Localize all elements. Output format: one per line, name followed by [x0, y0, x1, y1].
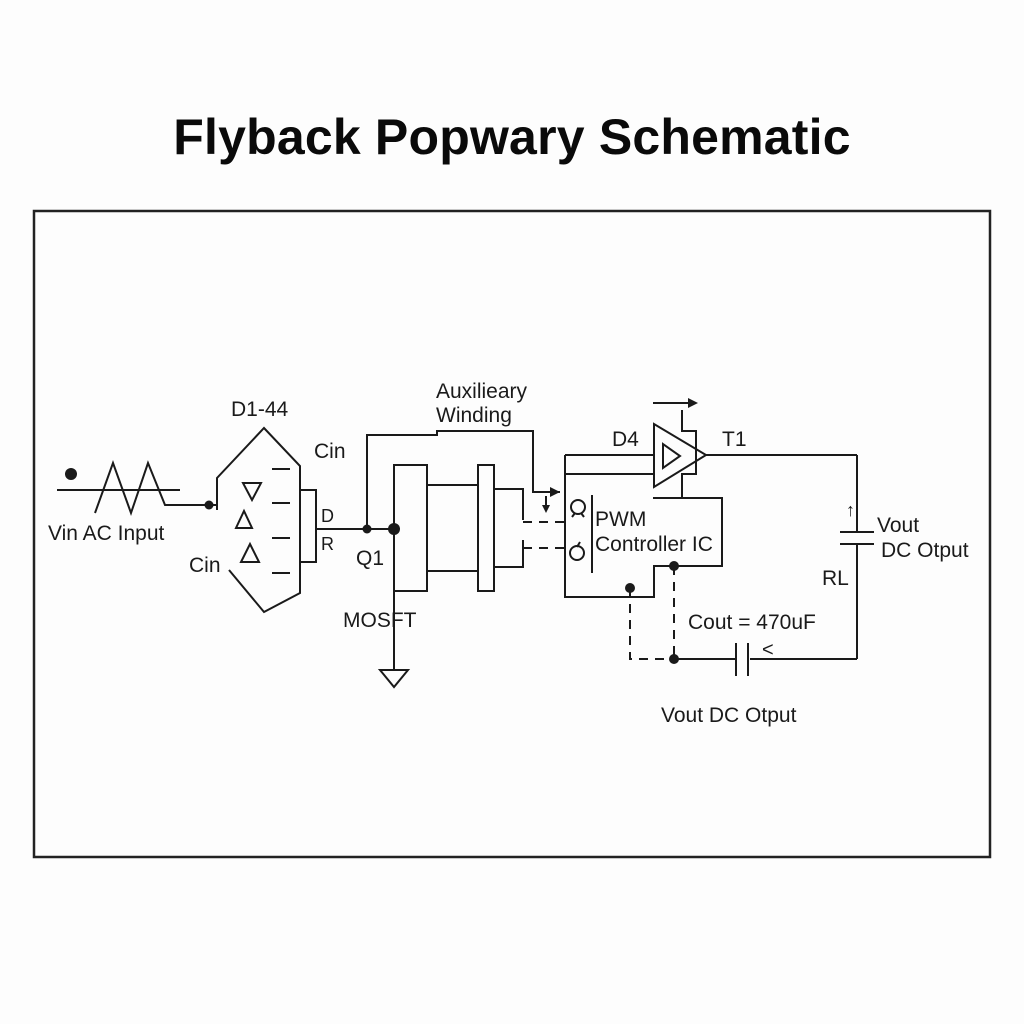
mosfet-label: MOSFT: [343, 609, 417, 632]
diode-d4: [653, 398, 857, 498]
d-pin-label: D: [321, 506, 334, 526]
aux-winding-wire: [366, 430, 560, 529]
vout-bottom-label: Vout DC Otput: [661, 704, 797, 727]
aux-winding-label-2: Winding: [436, 404, 512, 427]
pwm-outline: [564, 474, 723, 598]
arrow-right-icon: [688, 398, 698, 408]
bridge-output-tab: [299, 489, 317, 563]
d4-triangle: [653, 422, 708, 489]
diode-up-icon: [239, 541, 261, 563]
pin-power-icon: [569, 545, 585, 561]
transformer-core: [426, 484, 479, 572]
d4-inner-triangle: [662, 442, 682, 470]
junction-dot: [362, 524, 372, 534]
diode-down-icon: [241, 482, 263, 503]
diode-up-icon: [234, 508, 254, 529]
r-pin-label: R: [321, 534, 334, 554]
junction-dot: [669, 654, 679, 664]
input-terminal-dot: [65, 468, 77, 480]
ground-icon: [377, 669, 411, 689]
diagram-title: Flyback Popwary Schematic: [173, 109, 851, 165]
rl-label: RL: [822, 567, 849, 590]
bridge-outline: [216, 426, 301, 614]
cout-marker: <: [762, 639, 774, 661]
d4-label: D4: [612, 428, 639, 451]
schematic-frame: [32, 209, 992, 859]
ac-input-source: [57, 460, 217, 517]
cin-top-label: Cin: [314, 440, 346, 463]
pwm-label-2: Controller IC: [595, 533, 713, 556]
cout-label: Cout = 470uF: [688, 611, 816, 634]
vin-input-label: Vin AC Input: [48, 522, 165, 545]
output-stage: [629, 455, 874, 676]
vout-side-label-1: Vout: [877, 514, 919, 537]
aux-winding-label-1: Auxilieary: [436, 380, 528, 403]
pwm-controller-ic: [564, 454, 723, 598]
bridge-label: D1-44: [231, 398, 289, 421]
q1-label: Q1: [356, 547, 384, 570]
ac-waveform-icon: [94, 460, 205, 517]
arrow-down-icon: [542, 505, 550, 513]
t1-label: T1: [722, 428, 747, 451]
transformer-plate: [477, 464, 495, 592]
dashed-feedback: [629, 588, 670, 660]
up-arrow-icon: ↑: [846, 500, 855, 520]
bridge-rectifier: [216, 426, 394, 614]
vout-side-label-2: DC Otput: [881, 539, 969, 562]
cin-bottom-label: Cin: [189, 554, 221, 577]
mosfet-q1: [377, 464, 565, 689]
pin-q-icon: [570, 499, 586, 515]
pwm-label-1: PWM: [595, 508, 646, 531]
arrow-right-icon: [550, 487, 560, 497]
